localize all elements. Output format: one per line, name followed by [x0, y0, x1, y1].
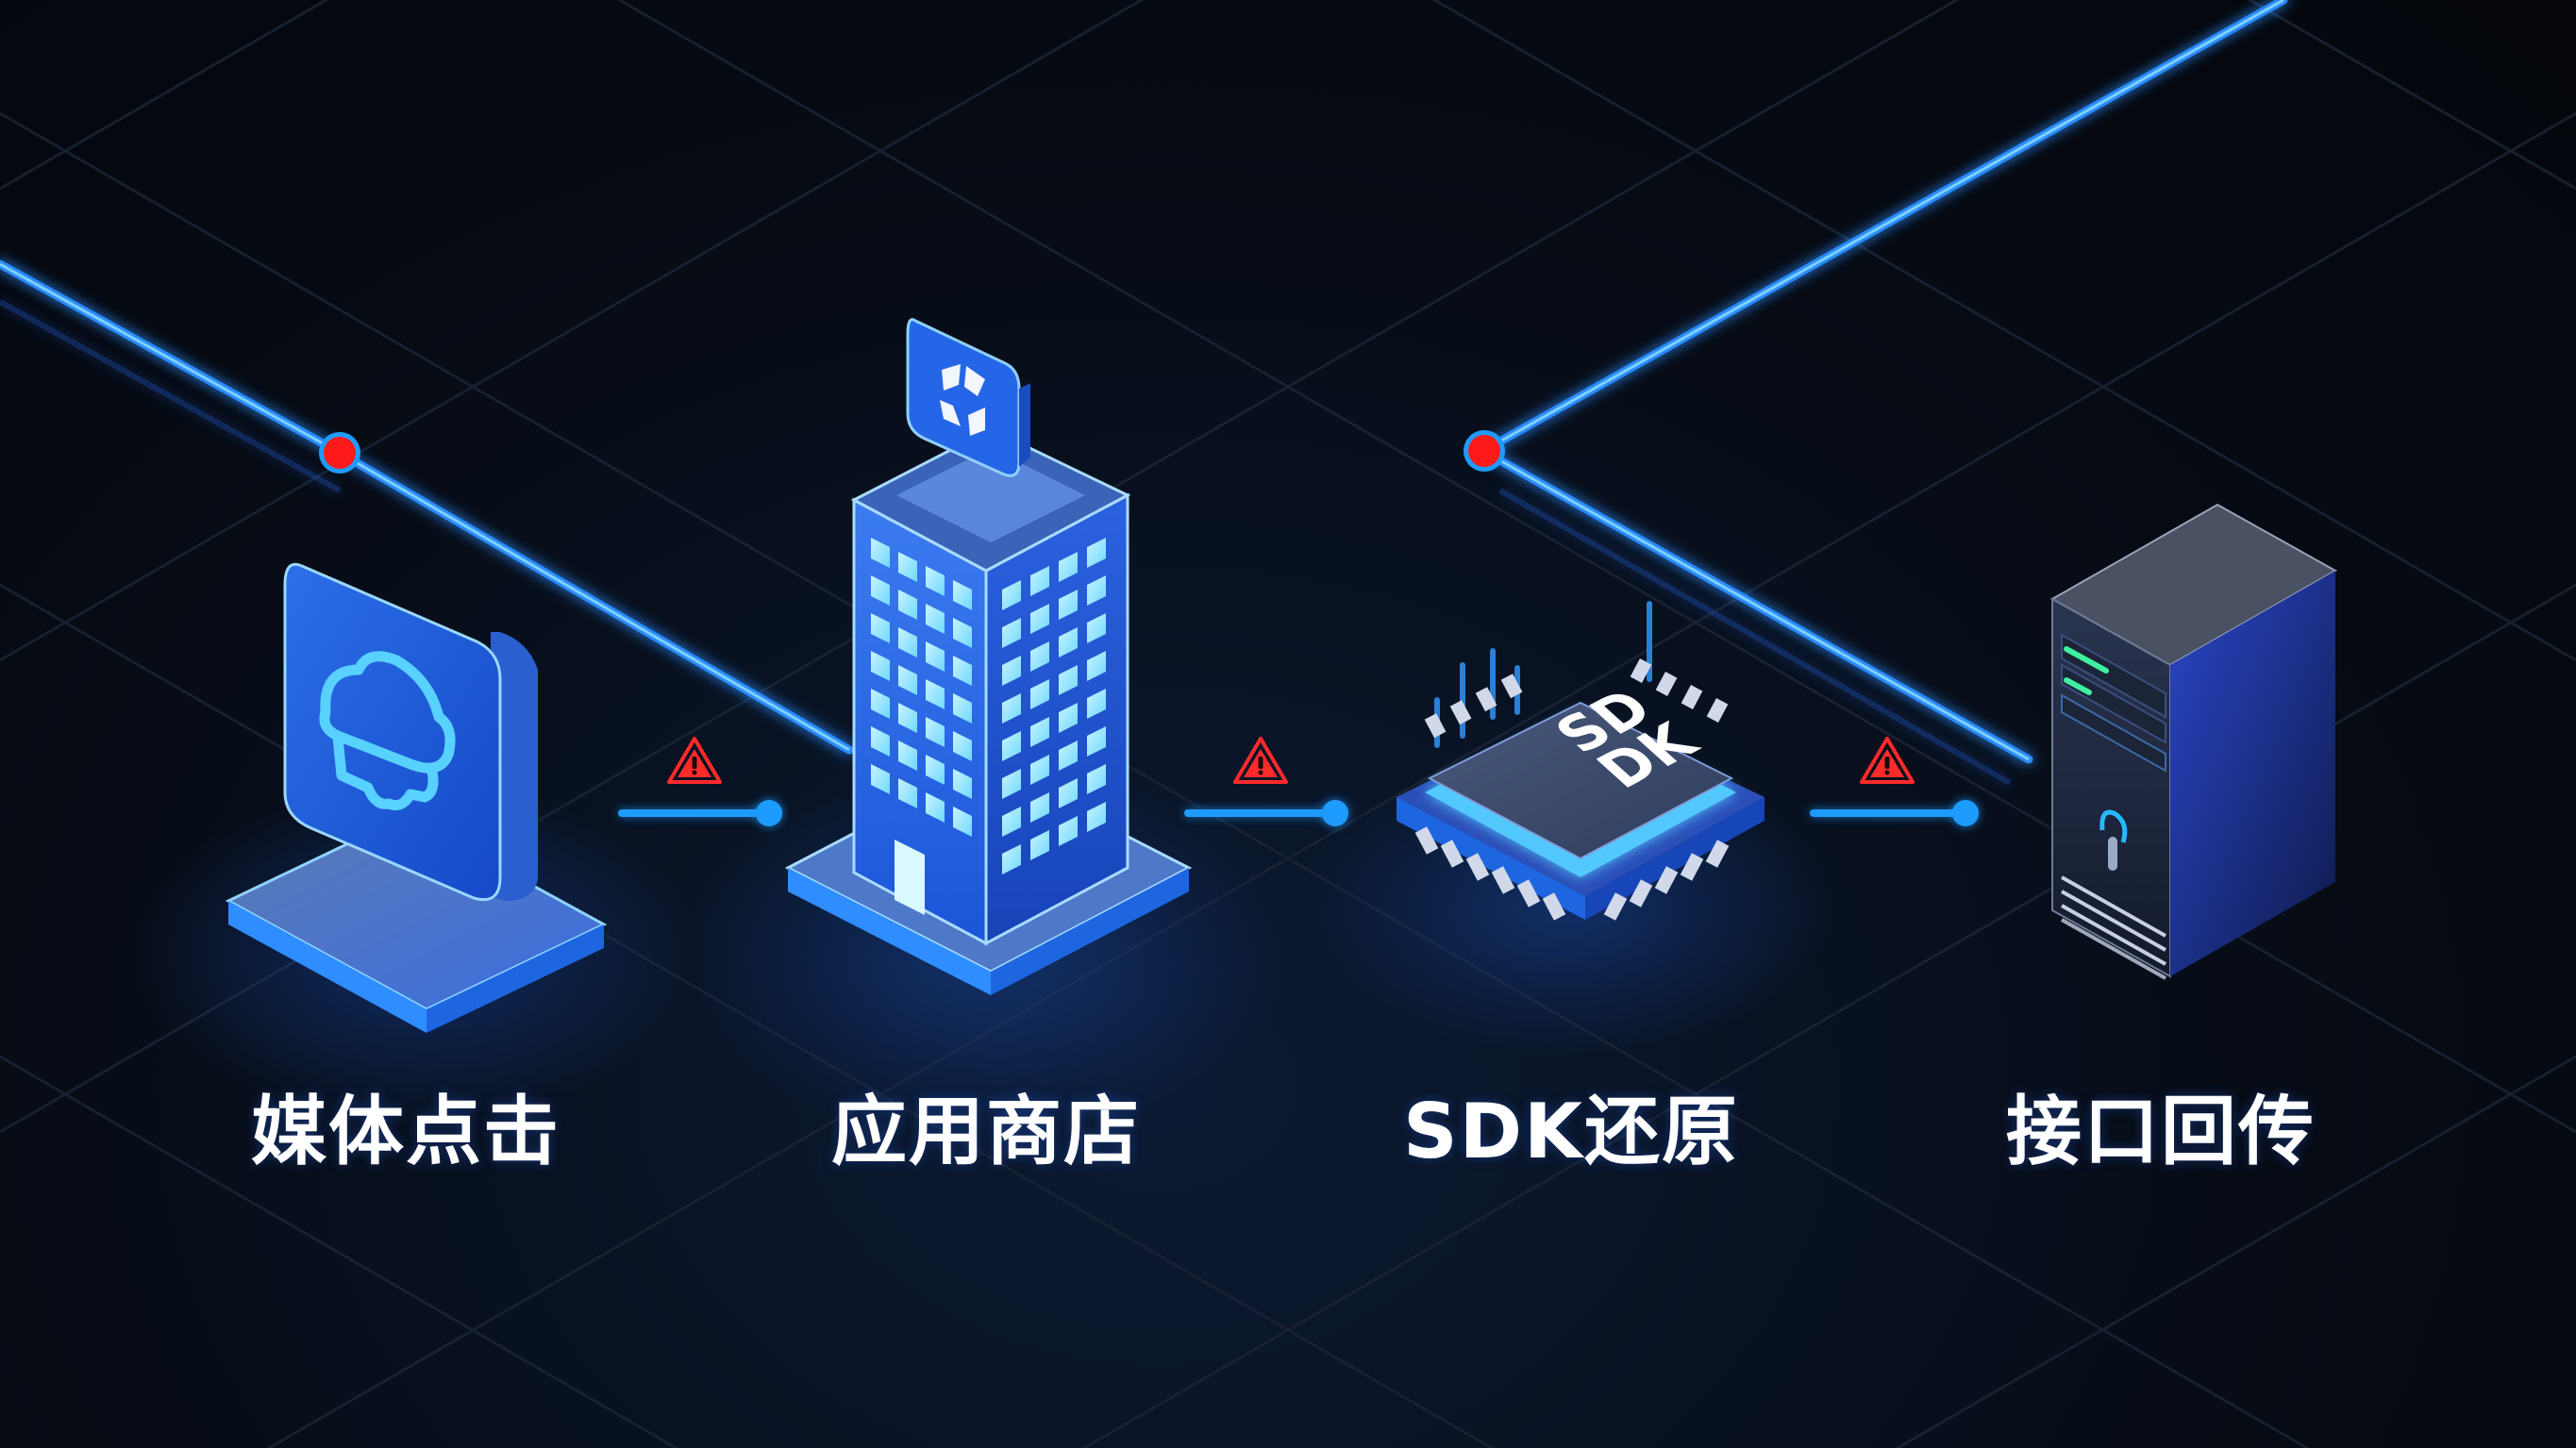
building-windows [871, 538, 1106, 915]
path-node-dots [319, 430, 1505, 474]
sdk-restore-node: SD DK [1397, 601, 1765, 921]
media-click-node [225, 562, 608, 1033]
app-store-node [784, 318, 1193, 995]
app-badge-icon [906, 318, 1030, 477]
connector-3 [1810, 800, 1979, 826]
connector-1 [618, 800, 782, 826]
power-button-icon [2099, 809, 2128, 871]
status-led-1 [2064, 646, 2109, 674]
server-vents [2061, 875, 2166, 980]
connector-2 [1184, 800, 1348, 826]
status-led-2 [2064, 677, 2092, 695]
chip-pins [1414, 658, 1730, 921]
connector-knob [1952, 800, 1979, 826]
warning-icon [667, 737, 722, 784]
step-label-media-click: 媒体点击 [251, 1088, 560, 1175]
connector-knob [756, 800, 782, 826]
step-label-api-callback: 接口回传 [2006, 1088, 2316, 1175]
api-callback-node [2049, 503, 2338, 980]
connector-knob [1322, 800, 1348, 826]
step-label-sdk-restore: SDK还原 [1402, 1088, 1739, 1175]
warning-icon [1233, 737, 1288, 784]
warning-icon [1860, 737, 1915, 784]
server-drive-bays [2061, 633, 2166, 773]
cloud-bell-icon [319, 651, 456, 811]
step-label-app-store: 应用商店 [831, 1088, 1141, 1175]
